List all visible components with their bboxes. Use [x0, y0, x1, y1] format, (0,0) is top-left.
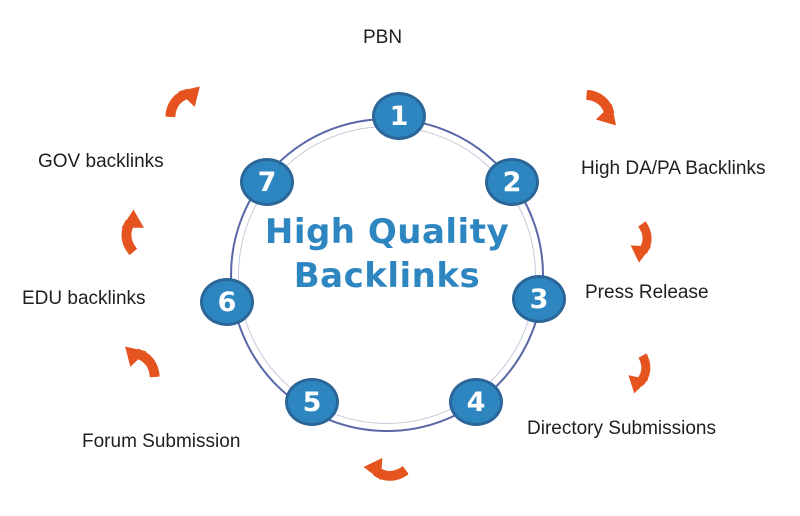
title-line-1: High Quality	[264, 212, 510, 252]
step-node-3: 3	[512, 275, 566, 323]
step-label-directory-submissions: Directory Submissions	[527, 418, 716, 439]
step-number-3: 3	[529, 283, 549, 315]
step-node-2: 2	[485, 158, 539, 206]
step-label-press-release: Press Release	[585, 282, 709, 303]
step-label-gov-backlinks: GOV backlinks	[38, 151, 164, 172]
step-label-edu-backlinks: EDU backlinks	[22, 288, 146, 309]
curved-arrow-icon-directory-to-forum	[361, 443, 409, 491]
step-node-5: 5	[285, 378, 339, 426]
step-number-5: 5	[302, 386, 322, 418]
step-node-4: 4	[449, 378, 503, 426]
curved-arrow-icon-gov-to-pbn	[154, 71, 219, 136]
step-number-2: 2	[502, 166, 522, 198]
step-node-1: 1	[372, 92, 426, 140]
step-node-6: 6	[200, 278, 254, 326]
step-label-pbn: PBN	[363, 27, 403, 48]
diagram-title: High Quality Backlinks	[230, 210, 544, 298]
curved-arrow-icon-edu-to-gov	[110, 206, 161, 257]
step-number-4: 4	[466, 386, 486, 418]
step-label-high-da-pa-backlinks: High DA/PA Backlinks	[581, 158, 766, 179]
step-label-forum-submission: Forum Submission	[82, 431, 241, 452]
step-number-7: 7	[257, 166, 277, 198]
step-node-7: 7	[240, 158, 294, 206]
curved-arrow-icon-high-da-pa-to-press-release	[617, 217, 661, 268]
step-number-1: 1	[389, 100, 409, 132]
curved-arrow-icon-press-release-to-directory	[613, 346, 660, 402]
curved-arrow-icon-pbn-to-high-da-pa	[568, 79, 633, 144]
title-line-2: Backlinks	[293, 256, 481, 296]
curved-arrow-icon-forum-to-edu	[107, 331, 172, 396]
step-number-6: 6	[217, 286, 237, 318]
